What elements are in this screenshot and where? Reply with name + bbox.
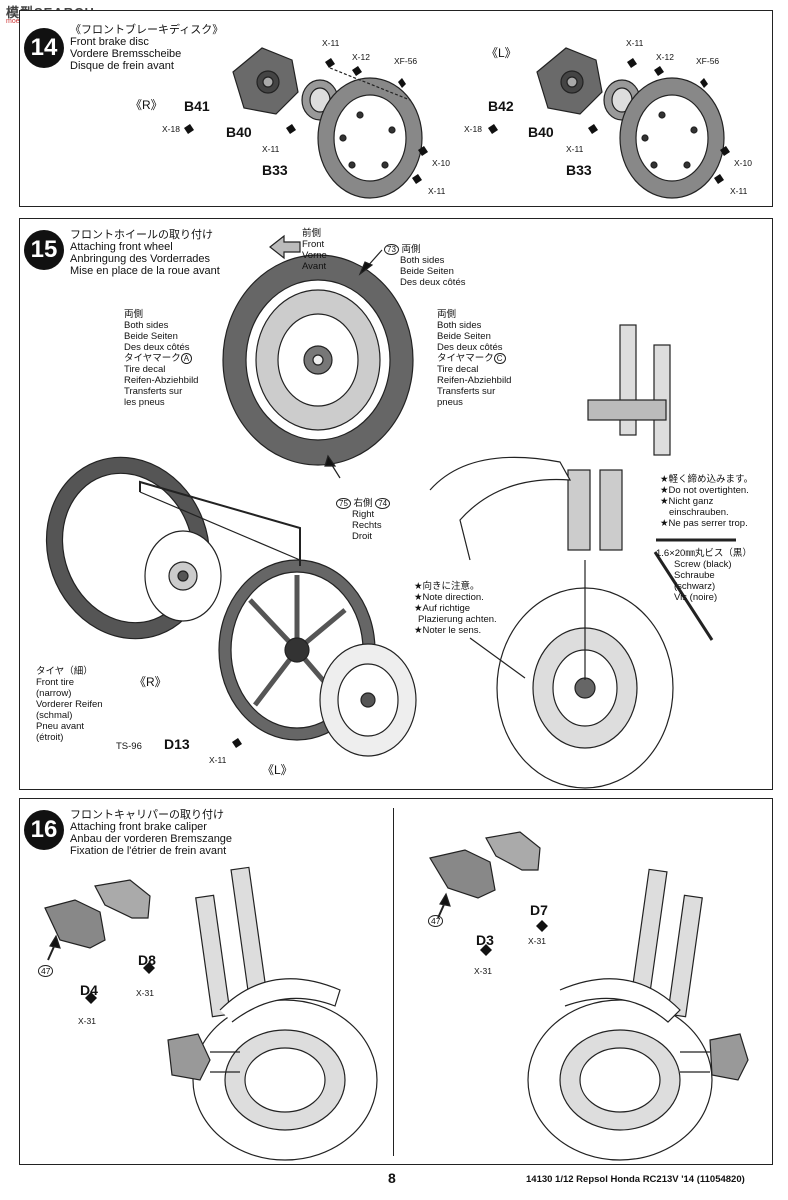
paint-ts96: TS-96 bbox=[116, 741, 142, 752]
decal-73-label: 73 両側 Both sides Beide Seiten Des deux c… bbox=[384, 244, 465, 288]
step14-title-en: Front brake disc bbox=[70, 36, 149, 48]
caliper-left bbox=[44, 899, 106, 949]
decal-47-right: 47 bbox=[428, 915, 444, 927]
paint-x31-d7: X-31 bbox=[528, 936, 546, 946]
step15-title: フロントホイールの取り付け Attaching front wheel Anbr… bbox=[70, 229, 220, 277]
screw bbox=[653, 551, 714, 641]
paint-x12-left: X-12 bbox=[352, 52, 370, 62]
paint-x11-right-a: X-11 bbox=[626, 38, 644, 48]
part-d4: D4 bbox=[80, 982, 98, 998]
paint-x10-left: X-10 bbox=[432, 158, 450, 168]
paint-x31-d8: X-31 bbox=[136, 988, 154, 998]
step16-number: 16 bbox=[24, 810, 64, 850]
part-b40-left: B40 bbox=[226, 124, 252, 140]
step14-title-de: Vordere Bremsscheibe bbox=[70, 48, 182, 60]
step16-title: フロントキャリパーの取り付け Attaching front brake cal… bbox=[70, 809, 232, 857]
part-b33-right: B33 bbox=[566, 162, 592, 178]
step16-divider bbox=[393, 808, 394, 1156]
paint-x11-left-b: X-11 bbox=[262, 144, 280, 154]
paint-x12-right: X-12 bbox=[656, 52, 674, 62]
part-b33-left: B33 bbox=[262, 162, 288, 178]
paint-xf56-right: XF-56 bbox=[696, 56, 720, 66]
wheel-side-r: 《R》 bbox=[134, 675, 167, 689]
part-b41: B41 bbox=[184, 98, 210, 114]
page-number: 8 bbox=[388, 1170, 396, 1186]
paint-x11-left-a: X-11 bbox=[322, 38, 340, 48]
step14-title: 《フロントブレーキディスク》 Front brake disc Vordere … bbox=[70, 24, 223, 72]
front-fender bbox=[429, 456, 572, 561]
product-code: 14130 1/12 Repsol Honda RC213V '14 (1105… bbox=[526, 1174, 745, 1185]
step14-number: 14 bbox=[24, 28, 64, 68]
part-b40-right: B40 bbox=[528, 124, 554, 140]
step16-title-de: Anbau der vorderen Bremszange bbox=[70, 833, 233, 845]
front-tire-label: タイヤ（細）Front tire(narrow)Vorderer Reifen(… bbox=[36, 666, 103, 743]
paint-x11-right-b: X-11 bbox=[566, 144, 584, 154]
paint-x18-left: X-18 bbox=[162, 124, 180, 134]
paint-x31-d4: X-31 bbox=[78, 1016, 96, 1026]
part-d13: D13 bbox=[164, 736, 190, 752]
side-label-l: 《L》 bbox=[486, 46, 517, 60]
caliper-right bbox=[429, 849, 496, 899]
paint-x31-d3: X-31 bbox=[474, 966, 492, 976]
overtighten-warning: ★軽く締め込みます。★Do not overtighten.★Nicht gan… bbox=[660, 474, 754, 529]
step16-title-jp: フロントキャリパーの取り付け bbox=[70, 809, 224, 821]
part-d8: D8 bbox=[138, 952, 156, 968]
paint-x18-right: X-18 bbox=[464, 124, 482, 134]
step14-title-jp: 《フロントブレーキディスク》 bbox=[70, 24, 224, 36]
paint-x11-step15: X-11 bbox=[209, 755, 227, 765]
part-d3: D3 bbox=[476, 932, 494, 948]
part-b42: B42 bbox=[488, 98, 514, 114]
step15-title-jp: フロントホイールの取り付け bbox=[70, 229, 213, 241]
step15-title-fr: Mise en place de la roue avant bbox=[70, 265, 220, 277]
screw-label: 1.6×20㎜丸ビス（黒） Screw (black) Schraube (sc… bbox=[656, 548, 752, 603]
step14-title-fr: Disque de frein avant bbox=[70, 60, 174, 72]
paint-x11-left-c: X-11 bbox=[428, 186, 446, 196]
decal-right-label: 75 右側 74 Right Rechts Droit bbox=[336, 498, 391, 542]
step15-title-en: Attaching front wheel bbox=[70, 241, 173, 253]
step15-number: 15 bbox=[24, 230, 64, 270]
decal-47-left: 47 bbox=[38, 965, 54, 977]
wheel-side-l: 《L》 bbox=[262, 763, 293, 777]
paint-x10-right: X-10 bbox=[734, 158, 752, 168]
paint-xf56-left: XF-56 bbox=[394, 56, 418, 66]
step16-title-en: Attaching front brake caliper bbox=[70, 821, 207, 833]
paint-x11-right-c: X-11 bbox=[730, 186, 748, 196]
step16-title-fr: Fixation de l'étrier de frein avant bbox=[70, 845, 227, 857]
part-d7: D7 bbox=[530, 902, 548, 918]
front-arrow bbox=[269, 234, 301, 260]
side-label-r: 《R》 bbox=[130, 98, 163, 112]
step15-title-de: Anbringung des Vorderrades bbox=[70, 253, 211, 265]
